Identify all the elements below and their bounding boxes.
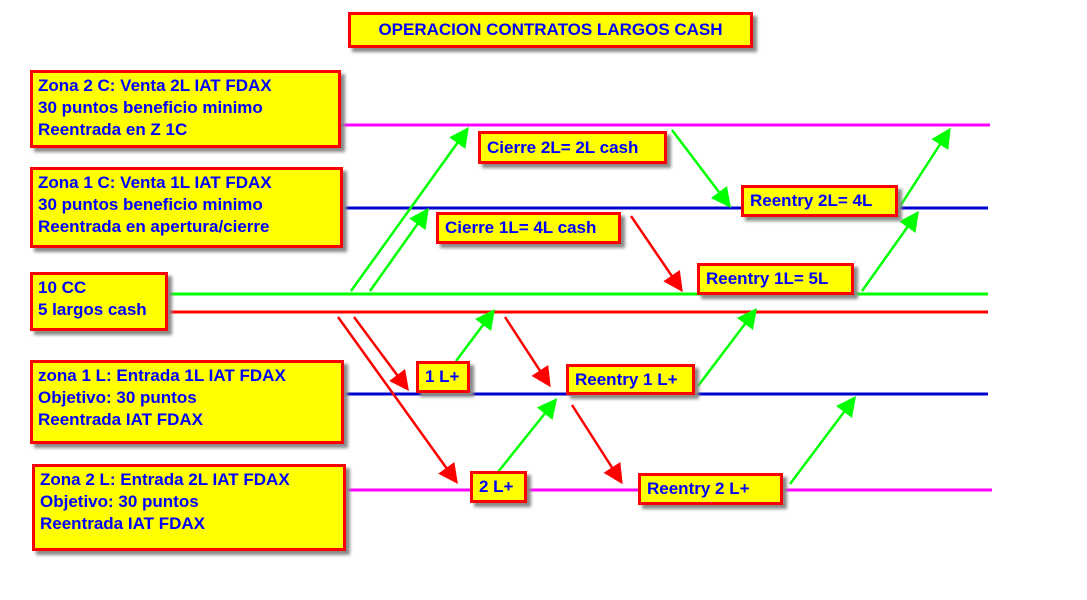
arrow-up bbox=[860, 210, 919, 292]
arrow-down bbox=[671, 129, 732, 208]
reentry-1l-label: Reentry 1L= 5L bbox=[697, 263, 854, 295]
zone-1l-line-3: Reentrada IAT FDAX bbox=[38, 410, 203, 429]
zone-1l-line-2: Objetivo: 30 puntos bbox=[38, 388, 197, 407]
arrow-down bbox=[570, 404, 623, 485]
zone-1c-line-2: 30 puntos beneficio minimo bbox=[38, 195, 263, 214]
zone-1c-line-3: Reentrada en apertura/cierre bbox=[38, 217, 270, 236]
zone-1l-title: zona 1 L: Entrada 1L IAT FDAX bbox=[38, 366, 286, 385]
arrow-up bbox=[349, 126, 469, 292]
zone-2c-line-3: Reentrada en Z 1C bbox=[38, 120, 188, 139]
arrow-up bbox=[455, 309, 495, 362]
zone-2l-box: Zona 2 L: Entrada 2L IAT FDAX Objetivo: … bbox=[32, 464, 346, 551]
two-l-plus-label: 2 L+ bbox=[470, 471, 527, 503]
reentry-2l-plus-label: Reentry 2 L+ bbox=[638, 473, 783, 505]
reentry-1l-plus-label: Reentry 1 L+ bbox=[566, 364, 695, 395]
arrow-up bbox=[368, 207, 429, 292]
arrow-up bbox=[697, 308, 758, 387]
zone-2c-title: Zona 2 C: Venta 2L IAT FDAX bbox=[38, 76, 272, 95]
zone-1c-box: Zona 1 C: Venta 1L IAT FDAX 30 puntos be… bbox=[30, 167, 343, 248]
zone-2c-line-2: 30 puntos beneficio minimo bbox=[38, 98, 263, 117]
base-cash: 5 largos cash bbox=[38, 300, 147, 319]
cierre-1l-label: Cierre 1L= 4L cash bbox=[436, 212, 621, 244]
arrow-up bbox=[497, 398, 558, 473]
arrow-up bbox=[789, 396, 856, 485]
zone-1l-box: zona 1 L: Entrada 1L IAT FDAX Objetivo: … bbox=[30, 360, 344, 444]
one-l-plus-label: 1 L+ bbox=[416, 361, 470, 393]
arrow-up bbox=[895, 127, 951, 212]
arrow-down bbox=[352, 316, 409, 392]
zone-2l-title: Zona 2 L: Entrada 2L IAT FDAX bbox=[40, 470, 290, 489]
page-title: OPERACION CONTRATOS LARGOS CASH bbox=[348, 12, 753, 48]
reentry-2l-label: Reentry 2L= 4L bbox=[741, 185, 898, 217]
arrow-down bbox=[629, 215, 683, 293]
cierre-2l-label: Cierre 2L= 2L cash bbox=[478, 131, 667, 164]
zone-2l-line-3: Reentrada IAT FDAX bbox=[40, 514, 205, 533]
arrow-down bbox=[336, 316, 458, 485]
base-contracts: 10 CC bbox=[38, 278, 87, 297]
zone-2l-line-2: Objetivo: 30 puntos bbox=[40, 492, 199, 511]
zone-2c-box: Zona 2 C: Venta 2L IAT FDAX 30 puntos be… bbox=[30, 70, 341, 148]
base-box: 10 CC 5 largos cash bbox=[30, 272, 168, 331]
arrow-down bbox=[503, 316, 551, 388]
zone-1c-title: Zona 1 C: Venta 1L IAT FDAX bbox=[38, 173, 272, 192]
